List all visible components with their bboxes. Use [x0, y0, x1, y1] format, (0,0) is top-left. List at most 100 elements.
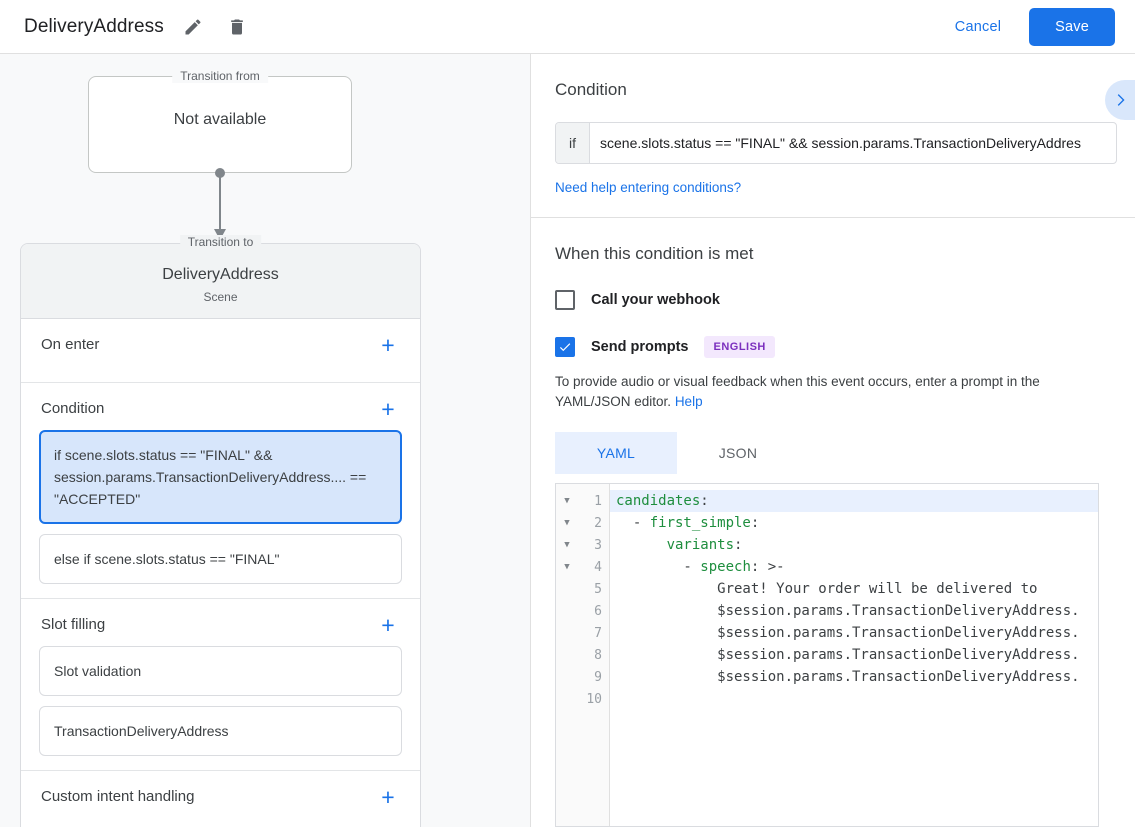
code-text: $session.params.TransactionDeliveryAddre… [616, 625, 1080, 641]
code-text: $session.params.TransactionDeliveryAddre… [616, 647, 1080, 663]
code-line: Great! Your order will be delivered to [610, 578, 1098, 600]
code-indent: - [616, 559, 701, 575]
detail-divider [531, 217, 1135, 218]
fold-triangle-icon[interactable]: ▼ [564, 540, 570, 550]
line-number: 7 [594, 625, 602, 641]
code-line: - first_simple: [610, 512, 1098, 534]
code-punct: : [700, 493, 709, 509]
section-on-enter-head: On enter + [39, 319, 402, 366]
code-line: $session.params.TransactionDeliveryAddre… [610, 644, 1098, 666]
fold-triangle-icon[interactable]: ▼ [564, 562, 570, 572]
add-condition-button[interactable]: + [381, 395, 395, 422]
send-prompts-label: Send prompts [591, 339, 689, 355]
transition-from-legend: Transition from [172, 69, 268, 83]
detail-pane: Condition if Need help entering conditio… [531, 54, 1135, 827]
call-webhook-checkbox[interactable] [555, 290, 575, 310]
send-prompts-row: Send prompts ENGLISH [555, 336, 1099, 358]
chevron-right-icon-glyph [1117, 94, 1125, 106]
prompts-helper-text: To provide audio or visual feedback when… [555, 372, 1099, 412]
code-key: first_simple [649, 515, 751, 531]
section-custom-intent-title: Custom intent handling [41, 788, 195, 805]
condition-input-row[interactable]: if [555, 122, 1117, 164]
code-punct: : >- [750, 559, 785, 575]
add-slot-filling-button[interactable]: + [381, 611, 395, 638]
gutter-row: 9 [556, 666, 609, 688]
add-custom-intent-button[interactable]: + [381, 783, 395, 810]
gutter-row: ▼1 [556, 490, 609, 512]
gutter-row: ▼3 [556, 534, 609, 556]
transition-graph-pane: Transition from Not available Transition… [0, 54, 531, 827]
condition-item-selected[interactable]: if scene.slots.status == "FINAL" && sess… [39, 430, 402, 524]
code-line: $session.params.TransactionDeliveryAddre… [610, 622, 1098, 644]
gutter-row: 5 [556, 578, 609, 600]
when-condition-met-heading: When this condition is met [555, 244, 754, 263]
code-key: variants [666, 537, 735, 553]
tab-yaml[interactable]: YAML [555, 432, 677, 474]
transition-to-card: Transition to DeliveryAddress Scene On e… [20, 235, 421, 827]
trash-icon-glyph [230, 19, 243, 34]
section-custom-intent-head: Custom intent handling + [39, 771, 402, 818]
code-line: $session.params.TransactionDeliveryAddre… [610, 666, 1098, 688]
prompts-help-link[interactable]: Help [674, 394, 703, 409]
section-condition-head: Condition + [39, 383, 402, 430]
transition-connector [214, 168, 226, 241]
transition-from-value: Not available [173, 111, 267, 128]
code-text: Great! Your order will be delivered to [616, 581, 1038, 597]
transition-to-node[interactable]: Transition to DeliveryAddress Scene [21, 235, 420, 319]
page-title: DeliveryAddress [24, 15, 164, 37]
gutter-row: 10 [556, 688, 609, 710]
line-number: 8 [594, 647, 602, 663]
section-custom-intent-handling: Custom intent handling + [21, 771, 420, 827]
section-on-enter: On enter + [21, 319, 420, 383]
trash-icon[interactable] [222, 12, 252, 42]
send-prompts-checkbox[interactable] [555, 337, 575, 357]
transition-from-node[interactable]: Transition from Not available [88, 69, 352, 173]
line-number: 3 [594, 537, 602, 553]
prompts-helper-sentence: To provide audio or visual feedback when… [555, 374, 1040, 409]
line-number: 6 [594, 603, 602, 619]
line-number: 4 [594, 559, 602, 575]
editor-code-area[interactable]: candidates: - first_simple: variants: - … [610, 484, 1098, 826]
transition-to-name: DeliveryAddress [162, 266, 279, 283]
condition-heading: Condition [555, 80, 627, 99]
slot-validation-item[interactable]: Slot validation [39, 646, 402, 696]
line-number: 1 [594, 493, 602, 509]
gutter-row: ▼2 [556, 512, 609, 534]
chevron-right-icon[interactable] [1105, 80, 1135, 120]
fold-triangle-icon[interactable]: ▼ [564, 496, 570, 506]
when-condition-met-block: When this condition is met Call your web… [531, 218, 1135, 827]
editor-format-tabs: YAML JSON [555, 432, 1099, 474]
check-icon [559, 343, 571, 352]
code-indent [616, 537, 667, 553]
transition-to-legend: Transition to [179, 235, 262, 249]
pencil-icon-glyph [185, 18, 201, 34]
code-indent: - [616, 515, 650, 531]
code-text: $session.params.TransactionDeliveryAddre… [616, 669, 1080, 685]
add-on-enter-button[interactable]: + [381, 331, 395, 358]
body-split: Transition from Not available Transition… [0, 54, 1135, 827]
condition-help-link[interactable]: Need help entering conditions? [555, 180, 742, 195]
gutter-row: ▼4 [556, 556, 609, 578]
section-slot-filling: Slot filling + Slot validation Transacti… [21, 599, 420, 771]
section-condition: Condition + if scene.slots.status == "FI… [21, 383, 420, 599]
code-line: - speech: >- [610, 556, 1098, 578]
tab-json[interactable]: JSON [718, 445, 758, 461]
pencil-icon[interactable] [178, 12, 208, 42]
connector-line [219, 173, 221, 233]
code-key: candidates [616, 493, 701, 509]
cancel-button[interactable]: Cancel [943, 10, 1013, 44]
slot-item[interactable]: TransactionDeliveryAddress [39, 706, 402, 756]
webhook-row: Call your webhook [555, 290, 1099, 310]
section-slot-filling-title: Slot filling [41, 616, 106, 633]
condition-expression-input[interactable] [590, 123, 1116, 163]
code-line: candidates: [610, 490, 1098, 512]
section-slot-filling-head: Slot filling + [39, 599, 402, 646]
fold-triangle-icon[interactable]: ▼ [564, 518, 570, 528]
code-line: $session.params.TransactionDeliveryAddre… [610, 600, 1098, 622]
save-button[interactable]: Save [1029, 7, 1115, 46]
connector-arrow-icon [214, 229, 226, 240]
line-number: 2 [594, 515, 602, 531]
condition-item[interactable]: else if scene.slots.status == "FINAL" [39, 534, 402, 584]
